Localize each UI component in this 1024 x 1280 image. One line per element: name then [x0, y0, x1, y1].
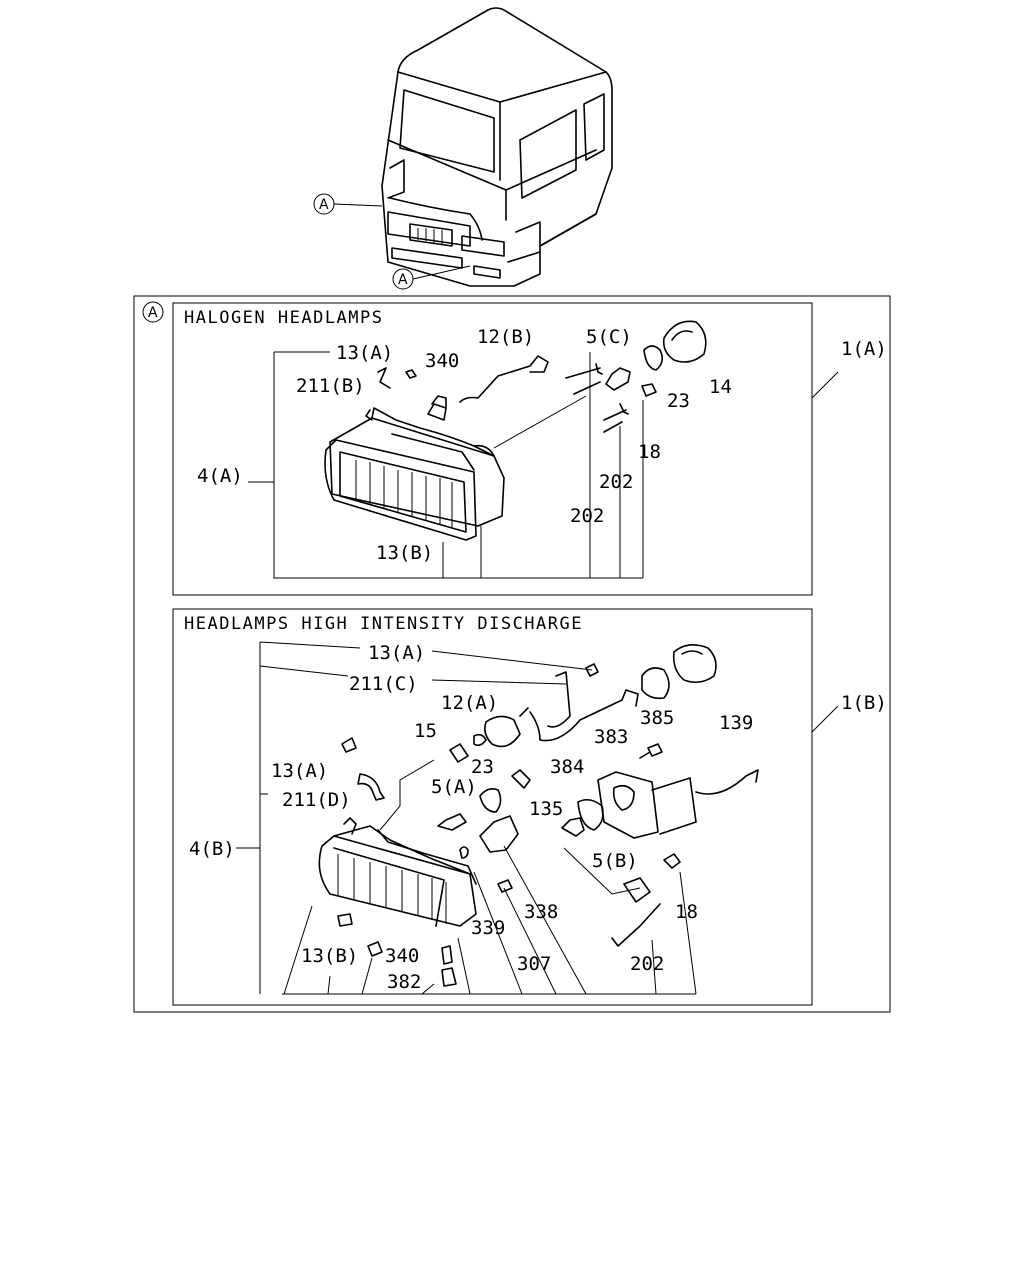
- svg-text:A: A: [319, 197, 329, 213]
- hid-label-385: 385: [640, 707, 674, 729]
- svg-text:A: A: [148, 305, 158, 321]
- hid-oring-339: [459, 846, 469, 859]
- halogen-screw-18: [641, 383, 657, 397]
- halogen-bulb-5c: [605, 367, 631, 391]
- halogen-label-12b: 12(B): [477, 326, 534, 348]
- hid-clip-135: [511, 769, 531, 789]
- hid-screw-18: [663, 853, 681, 869]
- hid-screw-307: [497, 879, 513, 893]
- hid-igniter-338: [479, 815, 519, 853]
- hid-ballast-383: [597, 769, 759, 839]
- hid-label-338: 338: [524, 901, 558, 923]
- halogen-adjuster-screws: [565, 363, 629, 433]
- halogen-label-211b: 211(B): [296, 375, 365, 397]
- hid-label-5a: 5(A): [431, 776, 477, 798]
- hid-label-211d: 211(D): [282, 789, 351, 811]
- hid-screw-small: [367, 941, 383, 957]
- hid-label-18: 18: [675, 901, 698, 923]
- hid-label-339: 339: [471, 917, 505, 939]
- halogen-label-23: 23: [667, 390, 690, 412]
- hid-label-5b: 5(B): [592, 850, 638, 872]
- halogen-clip-211b: [377, 367, 391, 389]
- callout-top-left: A: [313, 193, 383, 215]
- hid-label-307: 307: [517, 953, 551, 975]
- halogen-label-340: 340: [425, 350, 459, 372]
- svg-text:A: A: [398, 272, 408, 288]
- detail-frame-callout: A: [142, 301, 164, 323]
- halogen-title: HALOGEN HEADLAMPS: [184, 308, 384, 328]
- halogen-assembly-label: 1(A): [841, 338, 887, 360]
- hid-label-23: 23: [471, 756, 494, 778]
- hid-clip-211d: [357, 773, 385, 801]
- hid-adjuster-202: [611, 877, 661, 947]
- halogen-label-202-a: 202: [599, 471, 633, 493]
- truck-cab-illustration: [381, 7, 613, 287]
- hid-label-13a-top: 13(A): [368, 642, 425, 664]
- hid-label-211c: 211(C): [349, 673, 418, 695]
- hid-label-15: 15: [414, 720, 437, 742]
- halogen-label-4a: 4(A): [197, 465, 243, 487]
- halogen-label-14: 14: [709, 376, 732, 398]
- hid-bulb-340: [441, 945, 453, 965]
- hid-label-202: 202: [630, 953, 664, 975]
- halogen-headlamp: [324, 395, 587, 541]
- hid-title: HEADLAMPS HIGH INTENSITY DISCHARGE: [184, 614, 583, 634]
- hid-assembly-label: 1(B): [841, 692, 887, 714]
- hid-screw-385: [639, 743, 663, 759]
- halogen-label-5c: 5(C): [586, 326, 632, 348]
- hid-bulb-5b: [561, 817, 585, 837]
- hid-label-13a-side: 13(A): [271, 760, 328, 782]
- hid-label-4b: 4(B): [189, 838, 235, 860]
- hid-label-340: 340: [385, 945, 419, 967]
- hid-bulb-15: [449, 733, 487, 763]
- hid-nut-13a-lower: [341, 737, 357, 753]
- hid-cap: [672, 644, 717, 684]
- halogen-label-18: 18: [638, 441, 661, 463]
- hid-clip-211c: [547, 671, 571, 728]
- halogen-bulb-340: [427, 395, 447, 421]
- halogen-harness-12b: [459, 355, 549, 403]
- halogen-label-13b: 13(B): [376, 542, 433, 564]
- halogen-label-202-b: 202: [570, 505, 604, 527]
- hid-label-12a: 12(A): [441, 692, 498, 714]
- detail-frame: [133, 295, 891, 1013]
- hid-ring-384: [577, 798, 604, 831]
- halogen-seal-23: [643, 345, 664, 371]
- hid-screw-382: [441, 967, 457, 987]
- hid-label-139: 139: [719, 712, 753, 734]
- hid-socket-23: [479, 788, 502, 813]
- hid-headlamp: [318, 759, 477, 927]
- hid-label-382: 382: [387, 971, 421, 993]
- hid-nut-13a: [585, 663, 599, 677]
- halogen-cap-14: [662, 320, 707, 363]
- hid-label-135: 135: [529, 798, 563, 820]
- hid-seal-139: [641, 667, 670, 700]
- hid-harness-12a: [484, 689, 639, 748]
- hid-nut-13b: [337, 913, 353, 927]
- hid-label-384: 384: [550, 756, 584, 778]
- halogen-label-13a: 13(A): [336, 342, 393, 364]
- halogen-panel: [172, 302, 813, 596]
- hid-label-13b: 13(B): [301, 945, 358, 967]
- hid-panel: [172, 608, 813, 1006]
- halogen-nut-13a: [405, 369, 417, 379]
- hid-label-383: 383: [594, 726, 628, 748]
- hid-bulb-5a: [437, 813, 467, 831]
- callout-bottom: A: [392, 265, 471, 290]
